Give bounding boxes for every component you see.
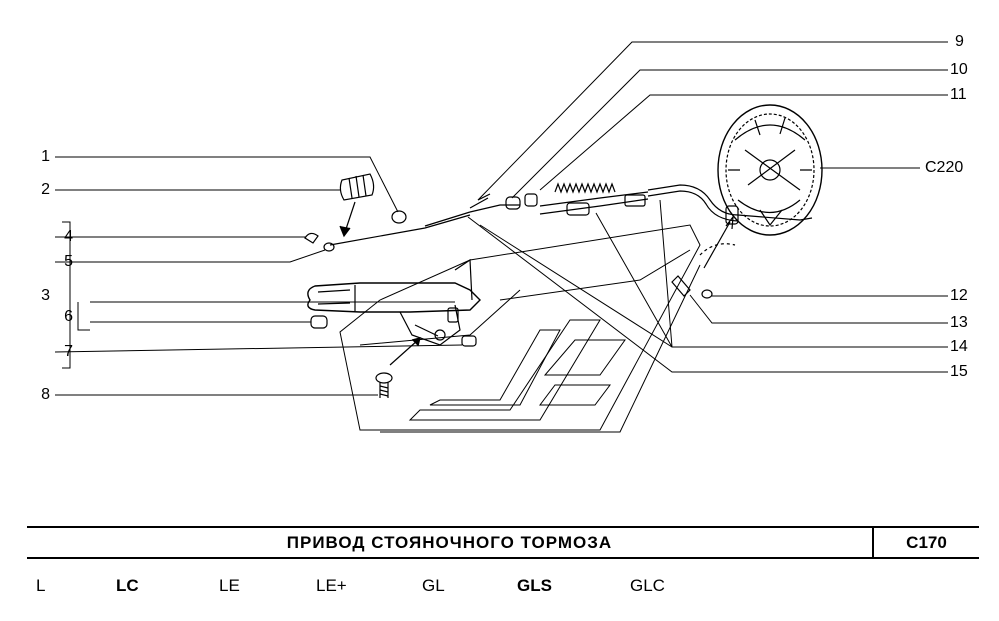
trim-glc: GLC [630,576,665,595]
nut-part-1 [391,210,407,224]
arrow-down [344,201,356,233]
arrow-up [389,339,419,366]
trim-gls: GLS [517,576,552,595]
handbrake-lever [307,258,481,347]
label-4: 4 [64,228,73,245]
label-1: 1 [41,148,50,165]
label-7: 7 [64,343,73,360]
clip-part-4 [304,232,319,244]
brake-drum [717,104,823,236]
label-6: 6 [64,308,73,325]
install-arrow [699,215,736,269]
washer-part-5 [323,242,335,252]
label-13: 13 [950,314,968,331]
label-10: 10 [950,61,968,78]
trim-lc: LC [116,576,139,595]
title-bar: ПРИВОД СТОЯНОЧНОГО ТОРМОЗА C170 [27,526,979,559]
trim-le-plus: LE+ [316,576,347,595]
label-12: 12 [950,287,968,304]
trim-le: LE [219,576,240,595]
label-3: 3 [41,287,50,304]
bushing-part-6 [310,315,328,329]
bolt-part-8 [375,372,393,398]
label-5: 5 [64,253,73,270]
bolt-part-12 [671,275,713,299]
diagram-title: ПРИВОД СТОЯНОЧНОГО ТОРМОЗА [286,533,613,552]
label-9: 9 [955,33,964,50]
cable-assembly [329,182,649,246]
label-11: 11 [950,86,967,103]
label-15: 15 [950,363,968,380]
diagram-code: C170 [906,533,947,552]
boot-part [339,173,375,201]
leader-lines [54,41,948,396]
trim-gl: GL [422,576,445,595]
label-8: 8 [41,386,50,403]
label-14: 14 [950,338,968,355]
rear-cable [647,184,813,221]
trim-l: L [36,576,46,595]
title-divider [872,528,874,557]
label-c220: C220 [925,159,964,176]
cable-clip [725,205,739,225]
label-2: 2 [41,181,50,198]
floor-pan-outline [339,224,701,433]
